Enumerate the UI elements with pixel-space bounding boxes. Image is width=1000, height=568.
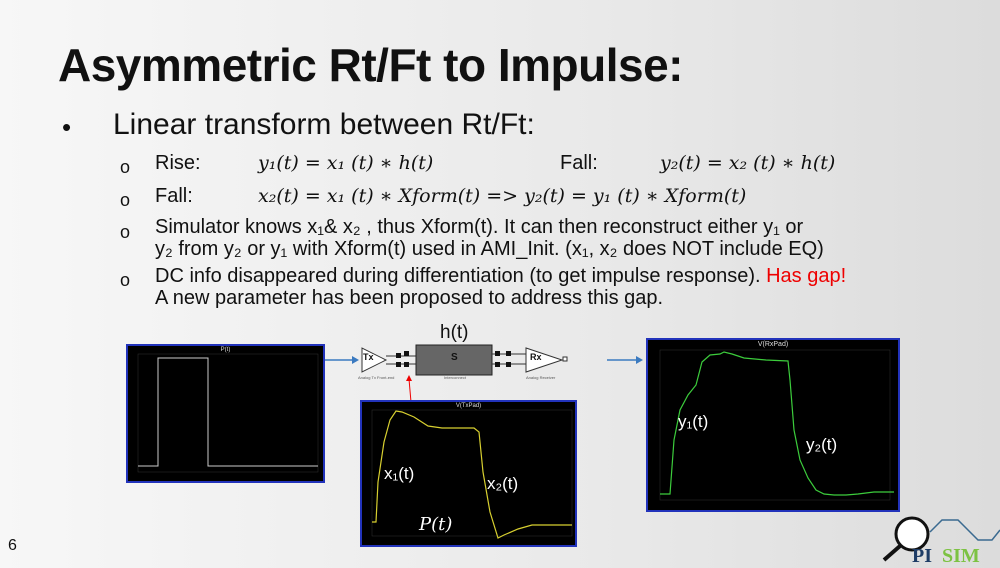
x2-label: x₂(t): [487, 474, 519, 493]
fall-equation: y₂(t) = x₂ (t) ∗ h(t): [660, 152, 836, 174]
txpad-waveform: [371, 409, 573, 539]
channel-diagram: [361, 344, 568, 376]
rx-caption: Analog Receiver: [526, 375, 556, 380]
s-caption: Interconnect: [444, 375, 467, 380]
spisim-logo: PI SIM: [880, 512, 1000, 567]
svg-text:SIM: SIM: [942, 545, 980, 563]
svg-text:PI: PI: [912, 545, 932, 563]
sub-bullet-icon: o: [120, 270, 131, 290]
x1-label: x₁(t): [384, 464, 415, 483]
plot-rxpad: V(RxPad) y₁(t) y₂(t): [646, 338, 900, 512]
plot-title: V(TxPad): [455, 403, 482, 409]
y1-label: y₁(t): [678, 412, 709, 431]
simulator-text-2: y₂ from y₂ or y₁ with Xform(t) used in A…: [155, 238, 824, 260]
pulse-waveform: [137, 353, 319, 473]
simulator-text-1: Simulator knows x₁& x₂ , thus Xform(t). …: [155, 216, 804, 238]
s-block: S: [451, 352, 458, 363]
fall-label: Fall:: [560, 152, 598, 174]
red-arrow-icon: [406, 375, 412, 403]
tx-caption: Analog Tx Front-end: [358, 375, 395, 380]
plot-title: P(t): [220, 347, 231, 353]
plot-pulse: P(t): [126, 344, 325, 483]
plot-title: V(RxPad): [757, 341, 789, 348]
sub-bullet-icon: o: [120, 190, 131, 210]
arrow-right-icon: [325, 356, 359, 364]
rise-label: Rise:: [155, 152, 201, 174]
rise-equation: y₁(t) = x₁ (t) ∗ h(t): [258, 152, 434, 174]
fall2-label: Fall:: [155, 185, 193, 207]
y2-label: y₂(t): [806, 435, 838, 454]
plot-txpad: V(TxPad) x₁(t) x₂(t) P(t): [360, 400, 577, 547]
sub-bullet-icon: o: [120, 157, 131, 177]
xform-equation: x₂(t) = x₁ (t) ∗ Xform(t) => y₂(t) = y₁ …: [258, 185, 747, 207]
ht-label: h(t): [440, 322, 469, 343]
rxpad-waveform: [659, 349, 894, 501]
slide-title: Asymmetric Rt/Ft to Impulse:: [58, 39, 684, 91]
bullet-text: Linear transform between Rt/Ft:: [113, 108, 535, 141]
dc-info-text: DC info disappeared during differentiati…: [155, 265, 761, 287]
sub-bullet-icon: o: [120, 222, 131, 242]
page-number: 6: [8, 537, 17, 554]
tx-block: Tx: [363, 352, 374, 362]
arrow-right-icon: [607, 356, 643, 364]
dc-info-text-1: DC info disappeared during differentiati…: [155, 265, 846, 287]
bullet-dot: •: [62, 112, 72, 142]
magnifier-icon: PI SIM: [882, 516, 1000, 567]
rx-block: Rx: [530, 352, 542, 362]
dc-info-text-2: A new parameter has been proposed to add…: [155, 287, 664, 309]
has-gap-text: Has gap!: [766, 265, 847, 287]
pt-label: P(t): [419, 514, 453, 535]
